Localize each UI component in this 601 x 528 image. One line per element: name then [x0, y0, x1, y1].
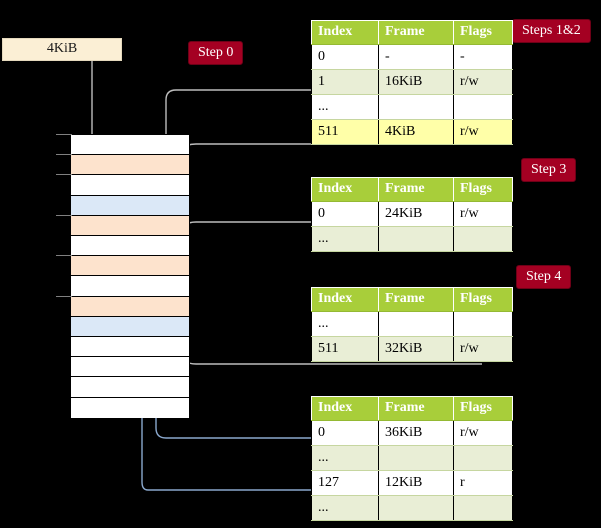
table-cell-index: 127	[311, 470, 379, 496]
column-header-frame: Frame	[378, 396, 454, 421]
column-header-index: Index	[311, 287, 379, 312]
table-cell-index: ...	[311, 311, 379, 337]
memory-frame-row	[71, 296, 189, 317]
table-cell-flags	[453, 311, 513, 337]
memory-frame-row	[71, 276, 189, 297]
table-row: ...	[311, 94, 513, 120]
table-cell-index: 0	[311, 201, 379, 227]
memory-frame-row	[71, 337, 189, 358]
table-row: ...	[311, 495, 513, 521]
memory-tick	[56, 215, 72, 216]
memory-frame-row	[71, 135, 189, 156]
memory-frame-row	[71, 377, 189, 398]
table-cell-frame: 24KiB	[378, 201, 454, 227]
table-cell-index: ...	[311, 226, 379, 252]
column-header-frame: Frame	[378, 287, 454, 312]
table-cell-flags: r/w	[453, 420, 513, 446]
table-row: ...	[311, 311, 513, 337]
memory-tick	[56, 255, 72, 256]
column-header-flags: Flags	[453, 396, 513, 421]
badge-step-4: Step 4	[516, 265, 572, 289]
table-row: ...	[311, 445, 513, 471]
table-cell-frame	[378, 311, 454, 337]
table-cell-frame: -	[378, 44, 454, 70]
table-cell-index: ...	[311, 445, 379, 471]
memory-tick	[56, 134, 72, 135]
column-header-index: Index	[311, 20, 379, 45]
table-cell-flags	[453, 495, 513, 521]
memory-frame-row	[71, 357, 189, 378]
table-row: ...	[311, 226, 513, 252]
table-cell-frame	[378, 94, 454, 120]
table-cell-flags: r/w	[453, 119, 513, 145]
table-cell-frame	[378, 226, 454, 252]
memory-frame-row	[71, 155, 189, 176]
frame-box-4kib: 4KiB	[2, 38, 122, 61]
table-cell-index: ...	[311, 94, 379, 120]
table-cell-frame: 36KiB	[378, 420, 454, 446]
memory-frame-row	[71, 215, 189, 237]
physical-memory-column	[70, 134, 190, 418]
table-cell-index: 511	[311, 119, 379, 145]
table-row: 0--	[311, 44, 513, 70]
badge-step-3-label: Step 3	[531, 162, 567, 177]
table-cell-flags: r/w	[453, 336, 513, 362]
memory-frame-row	[71, 316, 189, 338]
table-cell-frame: 4KiB	[378, 119, 454, 145]
table-cell-frame: 12KiB	[378, 470, 454, 496]
column-header-frame: Frame	[378, 20, 454, 45]
column-header-flags: Flags	[453, 20, 513, 45]
table-cell-frame: 16KiB	[378, 69, 454, 95]
table-cell-flags: -	[453, 44, 513, 70]
memory-frame-row	[71, 256, 189, 277]
badge-step-0: Step 0	[188, 41, 244, 65]
table-cell-index: 1	[311, 69, 379, 95]
table-cell-index: 0	[311, 420, 379, 446]
column-header-index: Index	[311, 396, 379, 421]
table-cell-flags: r/w	[453, 69, 513, 95]
memory-tick	[56, 154, 72, 155]
table-cell-frame	[378, 445, 454, 471]
table-cell-flags: r	[453, 470, 513, 496]
memory-frame-row	[71, 236, 189, 257]
memory-tick	[56, 174, 72, 175]
table-cell-flags	[453, 226, 513, 252]
badge-steps-1-2-label: Steps 1&2	[522, 23, 581, 38]
badge-step-0-label: Step 0	[198, 45, 234, 60]
column-header-index: Index	[311, 177, 379, 202]
memory-frame-row	[71, 195, 189, 216]
column-header-flags: Flags	[453, 177, 513, 202]
badge-steps-1-2: Steps 1&2	[512, 19, 591, 43]
table-cell-flags	[453, 445, 513, 471]
column-header-frame: Frame	[378, 177, 454, 202]
frame-box-label: 4KiB	[46, 41, 78, 56]
table-cell-frame: 32KiB	[378, 336, 454, 362]
column-header-flags: Flags	[453, 287, 513, 312]
table-cell-index: 511	[311, 336, 379, 362]
table-cell-index: ...	[311, 495, 379, 521]
badge-step-4-label: Step 4	[526, 269, 562, 284]
table-cell-frame	[378, 495, 454, 521]
memory-frame-row	[71, 175, 189, 196]
memory-frame-row	[71, 397, 189, 418]
badge-step-3: Step 3	[521, 158, 577, 182]
table-cell-flags: r/w	[453, 201, 513, 227]
table-cell-flags	[453, 94, 513, 120]
table-cell-index: 0	[311, 44, 379, 70]
memory-tick	[56, 296, 72, 297]
